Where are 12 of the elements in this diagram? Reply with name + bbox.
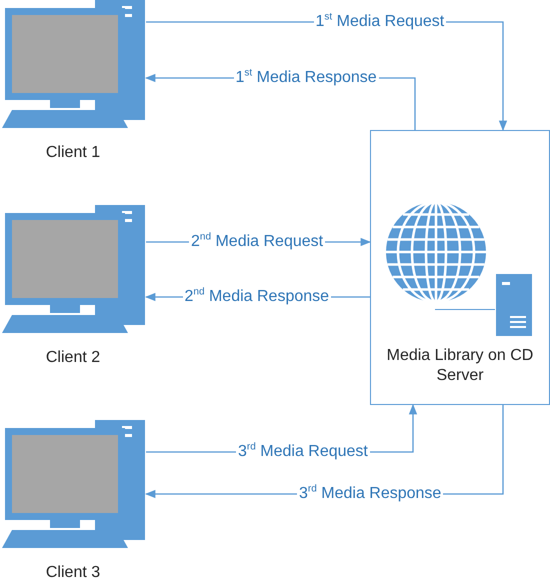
client-computer <box>0 420 146 580</box>
edge-label: 3$^{rd}$ Media Request <box>236 443 370 461</box>
node-label: Client 2 <box>44 348 102 368</box>
node-label: Media Library on CD Server <box>386 346 534 386</box>
edge-label: 3$^{rd}$ Media Response <box>297 485 444 503</box>
node-label: Client 1 <box>44 143 102 163</box>
server-box <box>370 130 550 405</box>
edge-label: 2$^{nd}$ Media Response <box>182 288 332 306</box>
edge-label: 2$^{nd}$ Media Request <box>189 233 326 251</box>
edge-label: 1$^{st}$ Media Request <box>314 13 446 31</box>
edge-label: 1$^{st}$ Media Response <box>234 69 379 87</box>
node-label: Client 3 <box>44 563 102 583</box>
